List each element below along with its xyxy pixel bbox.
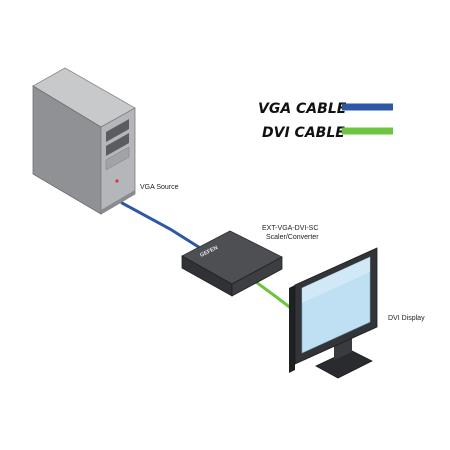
vga-cable (120, 201, 207, 253)
converter-model-label: EXT-VGA-DVI-SC (262, 225, 318, 232)
legend-vga-label: VGA CABLE (258, 101, 347, 117)
legend-dvi-label: DVI CABLE (262, 125, 345, 141)
legend: VGA CABLE DVI CABLE (258, 101, 393, 141)
monitor-icon (289, 247, 378, 379)
dvi-display-label: DVI Display (388, 315, 425, 322)
scaler-converter-icon: GEFEN (181, 230, 283, 297)
vga-source-label: VGA Source (140, 184, 179, 191)
converter-type-label: Scaler/Converter (266, 234, 319, 241)
computer-tower-icon (32, 67, 136, 215)
